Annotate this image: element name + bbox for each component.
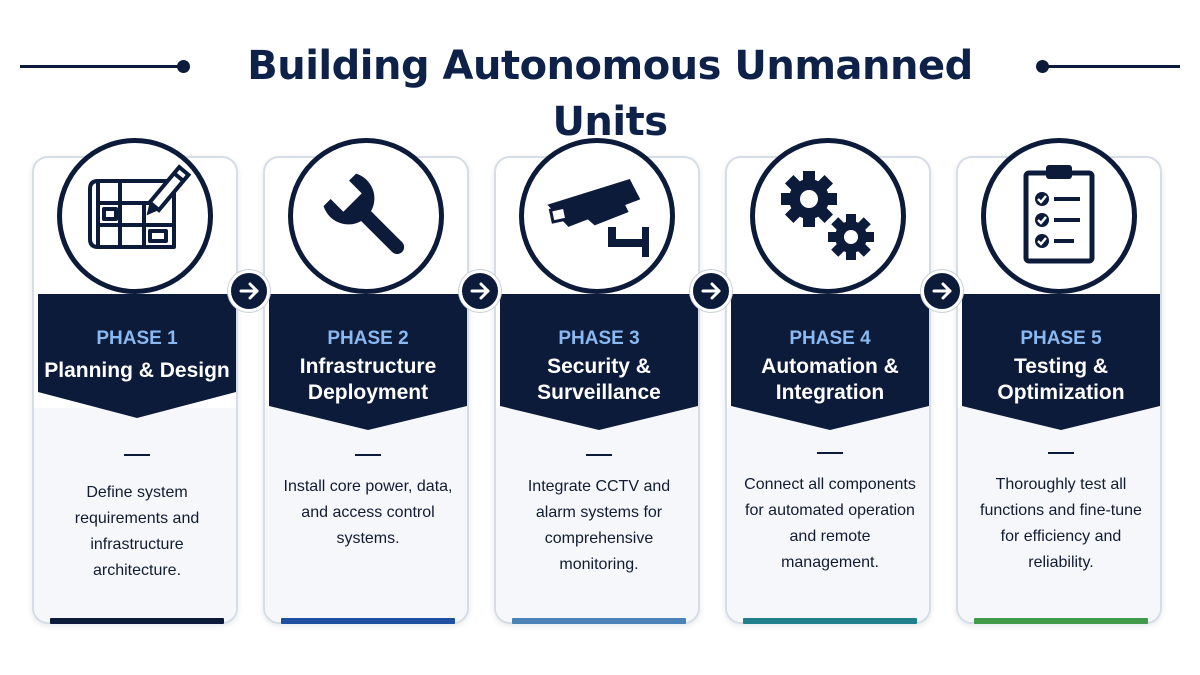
- phase-label: PHASE 2: [327, 328, 409, 349]
- phase-description: Install core power, data, and access con…: [283, 478, 453, 547]
- phase-color-bar: [281, 618, 455, 624]
- phase-banner: [962, 294, 1160, 434]
- phase-banner: [500, 294, 698, 434]
- card-body: [34, 408, 236, 622]
- cctv-camera-icon: [547, 179, 649, 257]
- blueprint-pencil-icon: [88, 164, 192, 249]
- card-body: [496, 408, 698, 622]
- phase-color-bar: [743, 618, 917, 624]
- phase-card-1: PHASE 1 Planning & Design Define system …: [32, 156, 238, 624]
- title-dot-left: [177, 60, 190, 73]
- divider: [586, 454, 612, 456]
- phase-2-icon-circle: [288, 138, 444, 294]
- phase-banner: [38, 294, 236, 434]
- phase-title-line-2: Surveillance: [537, 381, 661, 404]
- arrow-right-icon: [932, 282, 952, 300]
- phase-title-line-2: Optimization: [997, 381, 1125, 404]
- phase-description: Integrate CCTV and alarm systems for com…: [527, 478, 671, 573]
- divider: [124, 454, 150, 456]
- phase-label: PHASE 5: [1020, 328, 1102, 349]
- phase-title-line-1: Security &: [547, 355, 651, 378]
- phase-card-4: PHASE 4 Automation & Integration Connect…: [725, 156, 931, 624]
- phase-5-icon-circle: [981, 138, 1137, 294]
- connector-arrow-4: [921, 270, 963, 312]
- card-body: [727, 408, 929, 622]
- phase-banner: [731, 294, 929, 434]
- checklist-clipboard-icon: [1023, 165, 1095, 264]
- gears-icon: [781, 171, 874, 260]
- phase-description: Thoroughly test all functions and fine-t…: [980, 476, 1142, 571]
- arrow-right-icon: [701, 282, 721, 300]
- connector-arrow-3: [690, 270, 732, 312]
- arrow-right-icon: [239, 282, 259, 300]
- phase-title-line-2: Deployment: [307, 381, 429, 404]
- phase-description: Define system requirements and infrastru…: [74, 484, 200, 579]
- phase-color-bar: [50, 618, 224, 624]
- phase-4-icon-circle: [750, 138, 906, 294]
- card-body: [958, 408, 1160, 622]
- page-title: Building Autonomous Unmanned Units: [247, 43, 973, 145]
- phase-banner: [269, 294, 467, 434]
- title-rule-left: [20, 65, 180, 68]
- phase-title-line-1: Testing &: [1013, 355, 1109, 378]
- wrench-icon: [323, 173, 405, 255]
- phase-title-line-1: Automation &: [761, 355, 899, 378]
- phase-title-line-1: Infrastructure: [299, 355, 437, 378]
- phase-color-bar: [974, 618, 1148, 624]
- phase-color-bar: [512, 618, 686, 624]
- phase-description: Connect all components for automated ope…: [744, 476, 916, 571]
- connector-arrow-2: [459, 270, 501, 312]
- phase-label: PHASE 3: [558, 328, 640, 349]
- divider: [817, 452, 843, 454]
- divider: [1048, 452, 1074, 454]
- phase-label: PHASE 4: [789, 328, 871, 349]
- phase-3-icon-circle: [519, 138, 675, 294]
- divider: [355, 454, 381, 456]
- phase-title-line-2: Integration: [775, 381, 885, 404]
- phase-1-icon-circle: [57, 138, 213, 294]
- phase-title: Planning & Design: [44, 359, 230, 382]
- arrow-right-icon: [470, 282, 490, 300]
- phase-label: PHASE 1: [96, 328, 178, 349]
- card-body: [265, 408, 467, 622]
- title-rule-right: [1040, 65, 1180, 68]
- connector-arrow-1: [228, 270, 270, 312]
- title-header: Building Autonomous Unmanned Units: [0, 38, 1200, 145]
